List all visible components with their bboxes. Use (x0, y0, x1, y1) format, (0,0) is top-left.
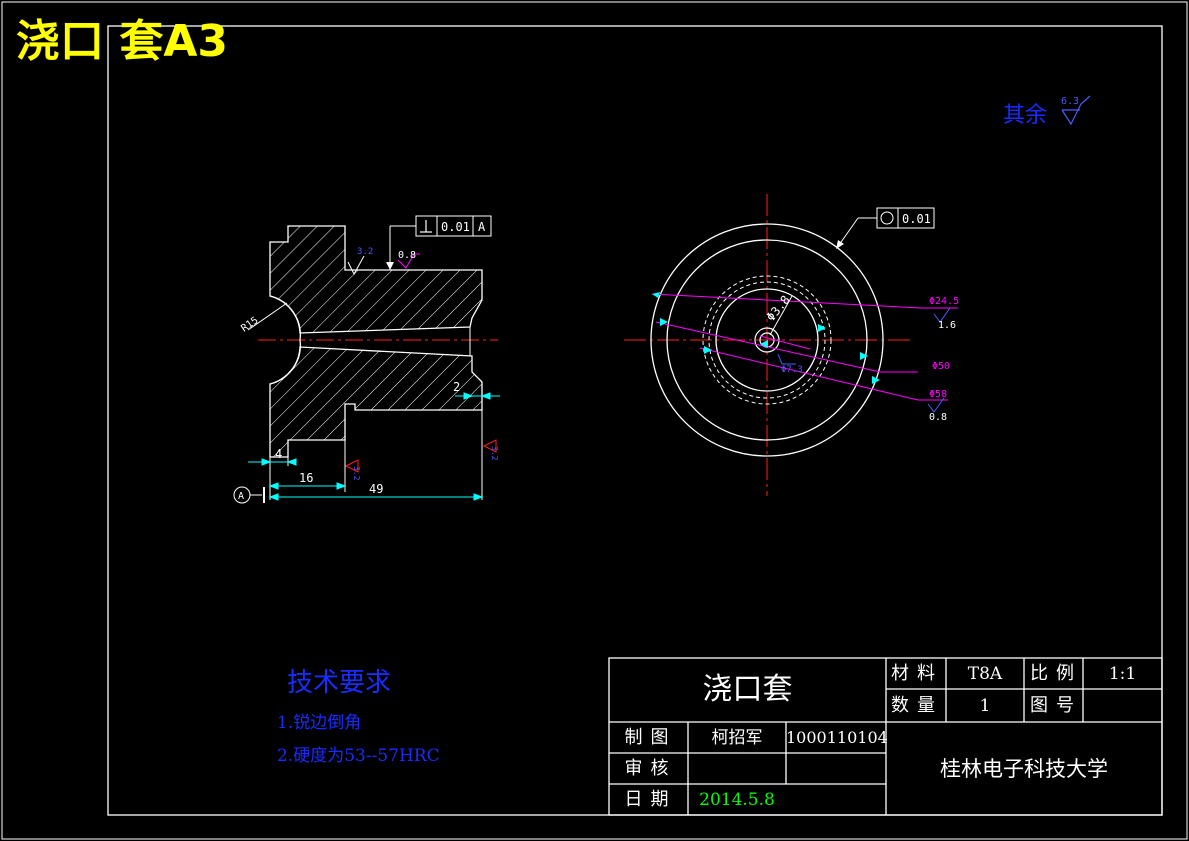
material-value: T8A (967, 664, 1003, 684)
outer-circle (650, 223, 884, 457)
roughness-symbol-top: 0.8 (397, 250, 420, 269)
roughness-0-8-label: 0.8 (929, 412, 947, 423)
dim-49-label: 49 (369, 482, 383, 496)
quantity-value: 1 (979, 696, 991, 716)
tech-requirement-item: 2.硬度为53--57HRC (277, 746, 440, 766)
flatness-datum: A (478, 220, 486, 234)
svg-text:3.2: 3.2 (352, 466, 361, 481)
roundness-tolerance-frame: 0.01 (836, 207, 935, 249)
flatness-tolerance-frame: 0.01 A (386, 215, 492, 270)
surface-note-label: 其余 (1003, 103, 1048, 128)
drawing-number-label: 图号 (1030, 695, 1082, 716)
dim-2-label: 2 (453, 380, 460, 394)
svg-text:3.2: 3.2 (490, 446, 499, 461)
svg-text:3.2: 3.2 (357, 247, 373, 257)
roundness-value: 0.01 (902, 212, 931, 226)
roundness-icon (880, 211, 894, 225)
roughness-1-6-label: 1.6 (938, 320, 956, 331)
front-section-view: R15 (239, 225, 498, 458)
dim-16-label: 16 (299, 471, 313, 485)
r15-leader (247, 302, 288, 331)
material-label: 材料 (891, 663, 943, 684)
surface-note-roughness-value: 6.3 (1061, 96, 1079, 107)
lower-section-hatch (269, 346, 483, 458)
date-value: 2014.5.8 (699, 790, 775, 810)
scale-label: 比例 (1030, 663, 1082, 684)
dim-d58-label: Φ58 (929, 389, 947, 400)
front-dimensions (248, 392, 500, 501)
hidden-circle-1 (702, 275, 832, 405)
circle-d7 (754, 327, 780, 353)
upper-section-hatch (269, 225, 483, 334)
flatness-value: 0.01 (441, 220, 470, 234)
drawing-number-value (1083, 690, 1162, 722)
quantity-label: 数量 (891, 695, 943, 716)
school-name: 桂林电子科技大学 (940, 757, 1108, 781)
svg-text:0.8: 0.8 (398, 250, 416, 261)
student-id: 1000110104 (786, 728, 888, 747)
roughness-symbol-bottom: 3.2 (344, 459, 361, 481)
hidden-circle-2 (708, 281, 826, 399)
tech-requirement-item: 1.锐边倒角 (277, 713, 362, 733)
circle-d50 (666, 239, 868, 441)
roughness-symbol-right: 3.2 (482, 439, 499, 461)
dim-d3-8-label: Φ3.8 (764, 293, 793, 324)
datum-a-symbol: A (233, 486, 265, 504)
surface-note-roughness-icon: 6.3 (1061, 95, 1091, 126)
dim-d7-3-label: Φ7.3 (781, 365, 803, 375)
review-label: 审核 (624, 758, 677, 779)
svg-text:A: A (238, 491, 244, 502)
drawing-title: 浇口 套A3 (16, 16, 228, 67)
circle-d24 (715, 288, 819, 392)
dim-4-label: 4 (275, 447, 282, 461)
side-view-arrows (652, 292, 880, 384)
roughness-symbol-top-left: 3.2 (347, 247, 373, 276)
dim-d24-5-label: Φ24.5 (929, 296, 959, 307)
scale-value: 1:1 (1108, 664, 1137, 684)
drawn-by-value: 柯招军 (711, 728, 763, 748)
radius-label: R15 (239, 315, 260, 334)
part-name: 浇口套 (702, 672, 793, 707)
tech-requirements-title: 技术要求 (287, 668, 392, 698)
date-label: 日期 (624, 789, 677, 810)
drawn-by-label: 制图 (624, 727, 677, 748)
dim-d50-label: Φ50 (932, 361, 950, 372)
title-block (608, 657, 1163, 816)
